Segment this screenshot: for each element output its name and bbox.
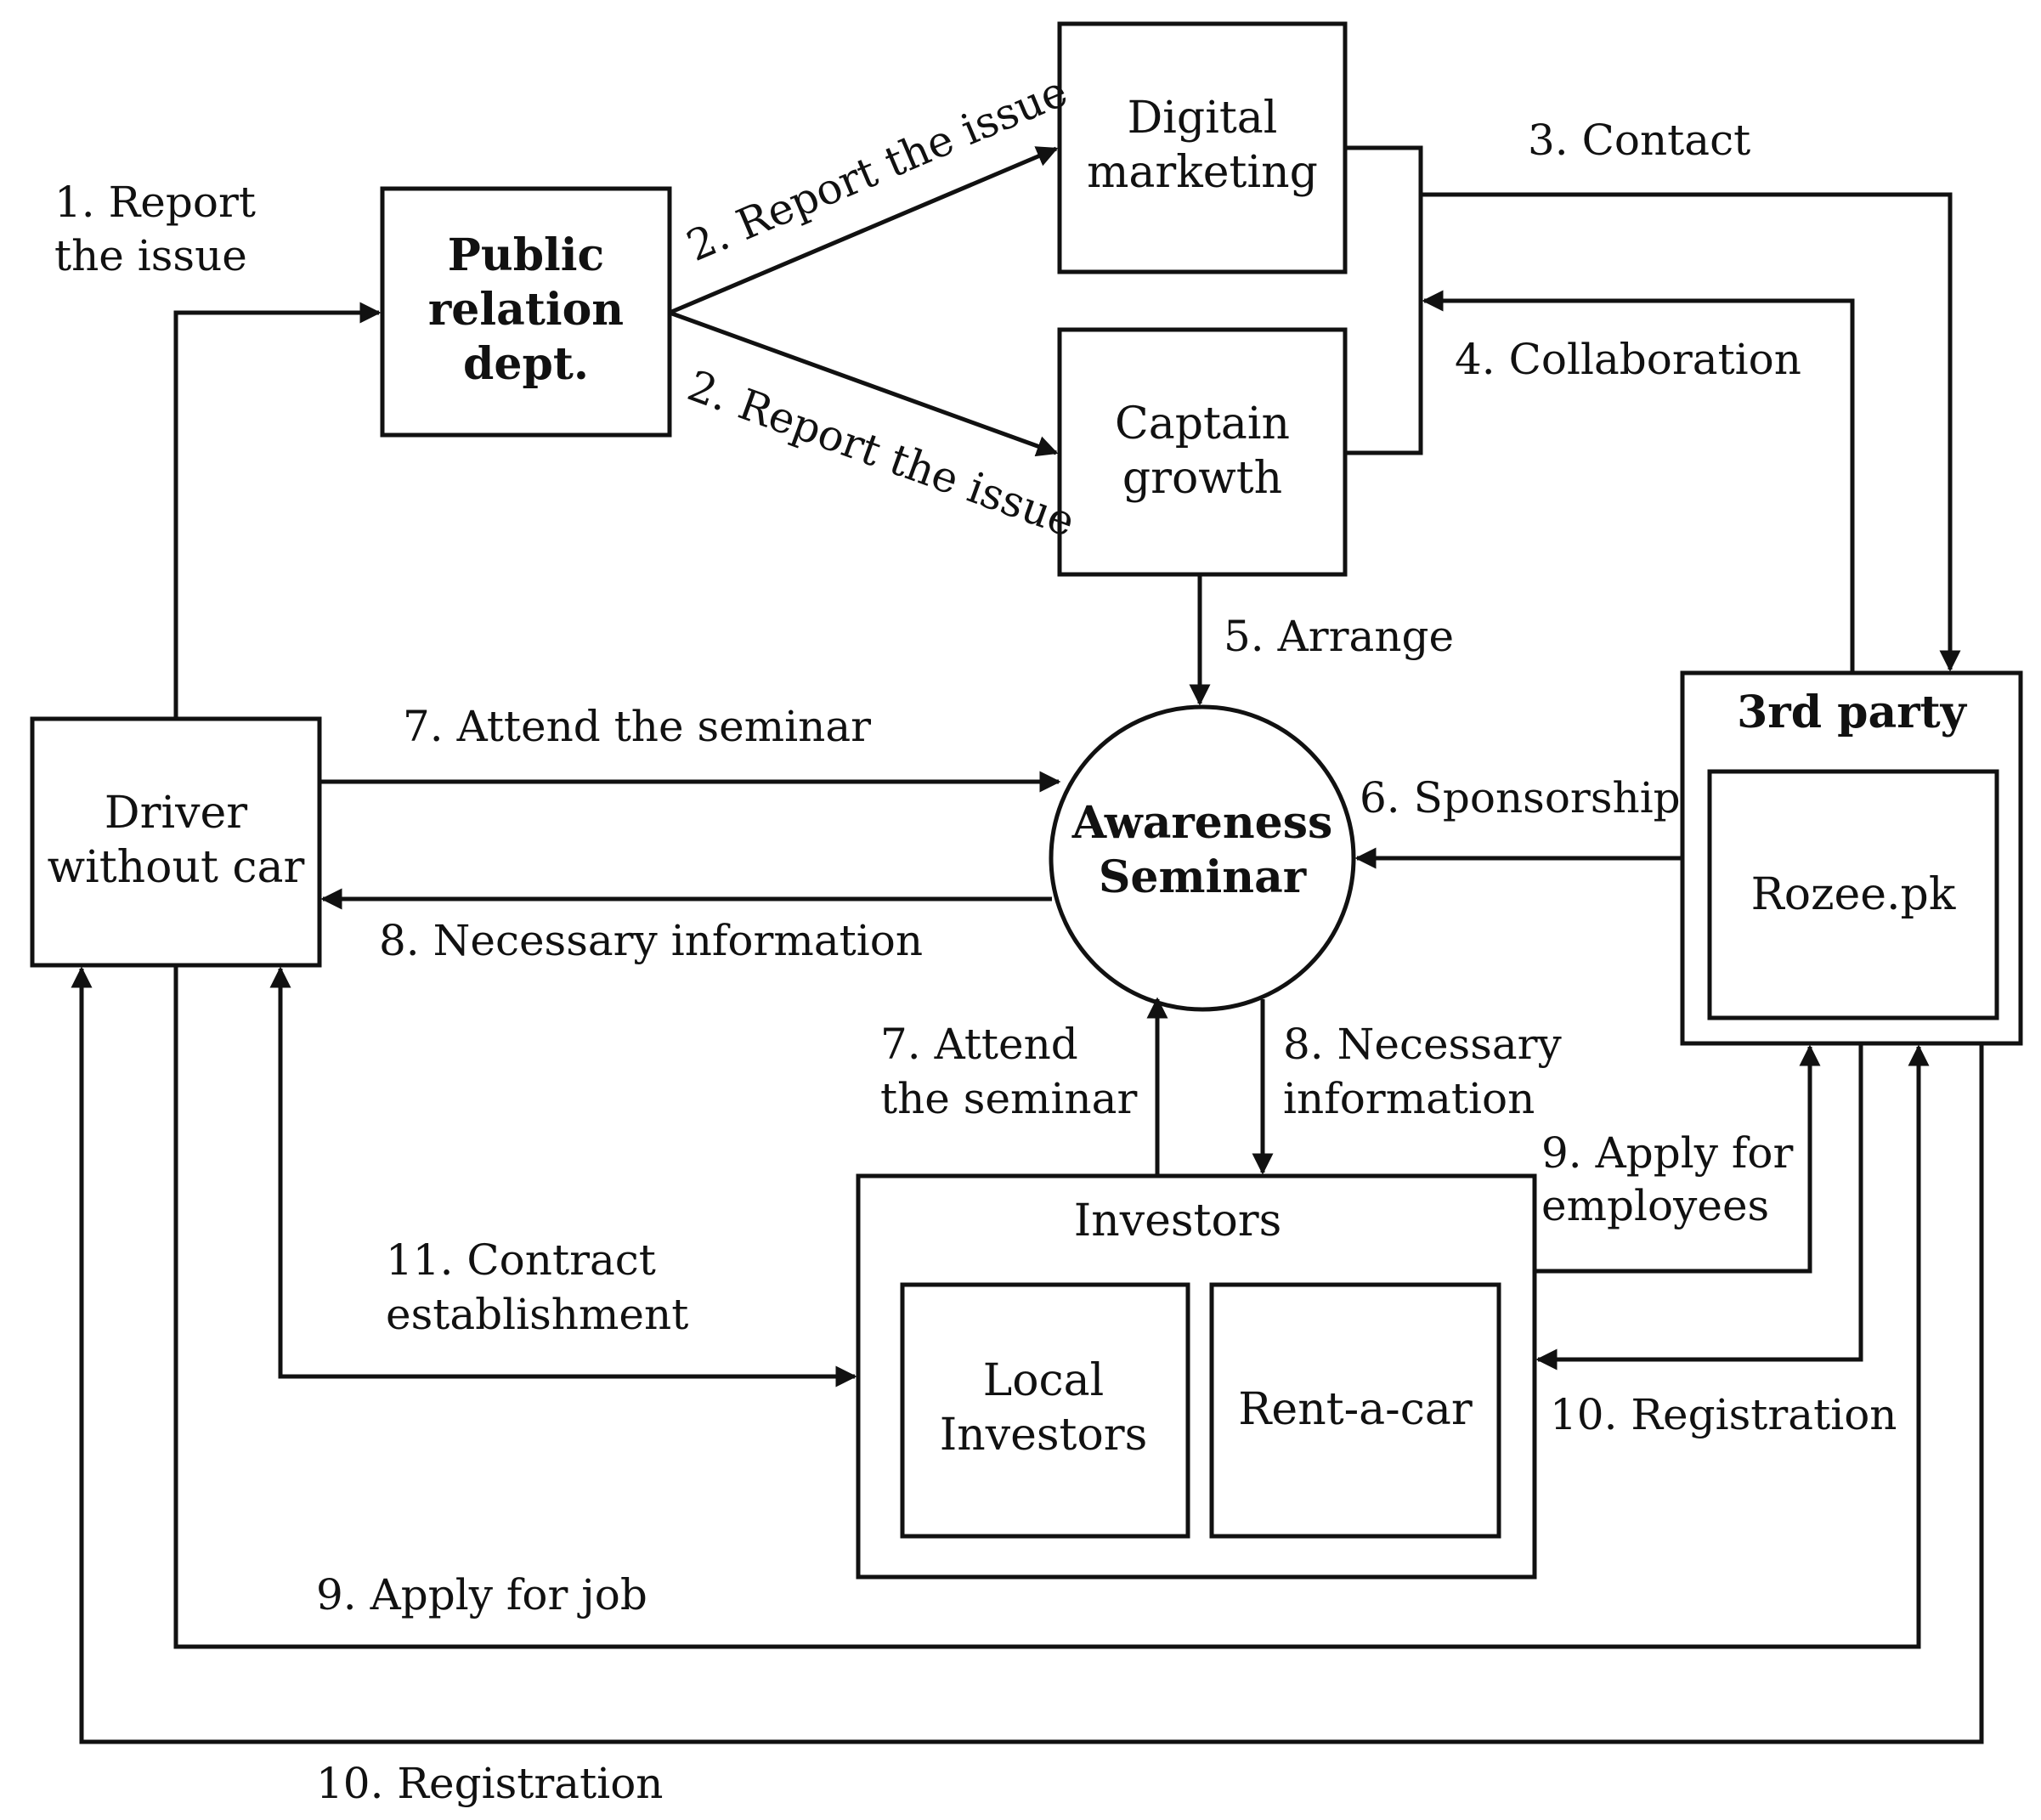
label-apply-employees-line1: 9. Apply for: [1541, 1128, 1793, 1178]
digital-marketing-label-2: marketing: [1087, 147, 1318, 198]
label-contact: 3. Contact: [1528, 116, 1750, 165]
local-investors-label-1: Local: [983, 1355, 1105, 1406]
edge-report-issue-2a: [669, 146, 1059, 315]
captain-growth-label-2: growth: [1122, 453, 1282, 504]
label-attend-seminar-investors-line2: the seminar: [880, 1074, 1137, 1123]
label-registration-investors: 10. Registration: [1550, 1390, 1897, 1439]
label-report-issue-1-line2: the issue: [54, 231, 247, 280]
rozee-node: Rozee.pk: [1707, 769, 1999, 1020]
edge-contact: [1421, 192, 1961, 672]
local-investors-label-2: Investors: [940, 1410, 1148, 1461]
seminar-label-2: Seminar: [1099, 851, 1307, 903]
rozee-label: Rozee.pk: [1751, 869, 1956, 920]
public-relation-label-1: Public: [448, 229, 604, 281]
digital-marketing-label-1: Digital: [1128, 93, 1278, 144]
label-necessary-info-investors-line2: information: [1283, 1074, 1535, 1123]
label-arrange: 5. Arrange: [1224, 612, 1454, 661]
label-contract-line2: establishment: [386, 1290, 688, 1339]
third-party-node: 3rd party Rozee.pk: [1680, 670, 2023, 1046]
rent-a-car-label: Rent-a-car: [1238, 1384, 1473, 1435]
label-apply-job: 9. Apply for job: [316, 1570, 647, 1619]
label-report-issue-1-line1: 1. Report: [54, 178, 256, 227]
edge-report-issue-2b: [669, 310, 1059, 457]
label-sponsorship: 6. Sponsorship: [1360, 773, 1681, 822]
edge-apply-employees: [1535, 1044, 1821, 1274]
label-collaboration: 4. Collaboration: [1455, 335, 1801, 384]
driver-label-2: without car: [48, 842, 305, 893]
public-relation-node: Public relation dept.: [380, 186, 672, 438]
label-necessary-info-driver: 8. Necessary information: [379, 916, 923, 965]
investors-title: Investors: [1074, 1195, 1282, 1246]
digital-marketing-node: Digital marketing: [1057, 21, 1348, 274]
third-party-title: 3rd party: [1737, 687, 1968, 738]
local-investors-node: Local Investors: [900, 1282, 1190, 1539]
driver-node: Driver without car: [30, 716, 322, 968]
captain-growth-node: Captain growth: [1057, 327, 1348, 577]
investors-node: Investors Local Investors Rent-a-car: [856, 1173, 1537, 1580]
label-attend-seminar-driver: 7. Attend the seminar: [403, 702, 871, 751]
edge-registration-investors: [1535, 1043, 1863, 1371]
label-registration-driver: 10. Registration: [316, 1759, 664, 1808]
driver-label-1: Driver: [105, 788, 247, 839]
awareness-seminar-node: Awareness Seminar: [1049, 704, 1356, 1012]
edge-registration-driver: [71, 966, 1984, 1744]
bracket-connector: [1345, 145, 1423, 455]
label-contract-line1: 11. Contract: [386, 1235, 656, 1285]
label-apply-employees-line2: employees: [1541, 1181, 1769, 1230]
edge-collaboration: [1422, 290, 1855, 673]
public-relation-label-2: relation: [428, 284, 624, 336]
label-attend-seminar-investors-line1: 7. Attend: [880, 1020, 1078, 1069]
public-relation-label-3: dept.: [463, 338, 589, 390]
seminar-label-1: Awareness: [1071, 797, 1333, 849]
label-report-issue-2a: 2. Report the issue: [680, 66, 1074, 271]
captain-growth-label-1: Captain: [1115, 398, 1290, 449]
edge-apply-job: [173, 965, 1930, 1649]
edge-report-issue-1: [173, 302, 382, 719]
edge-contract: [269, 966, 857, 1388]
label-necessary-info-investors-line1: 8. Necessary: [1283, 1020, 1563, 1069]
rent-a-car-node: Rent-a-car: [1209, 1282, 1501, 1539]
